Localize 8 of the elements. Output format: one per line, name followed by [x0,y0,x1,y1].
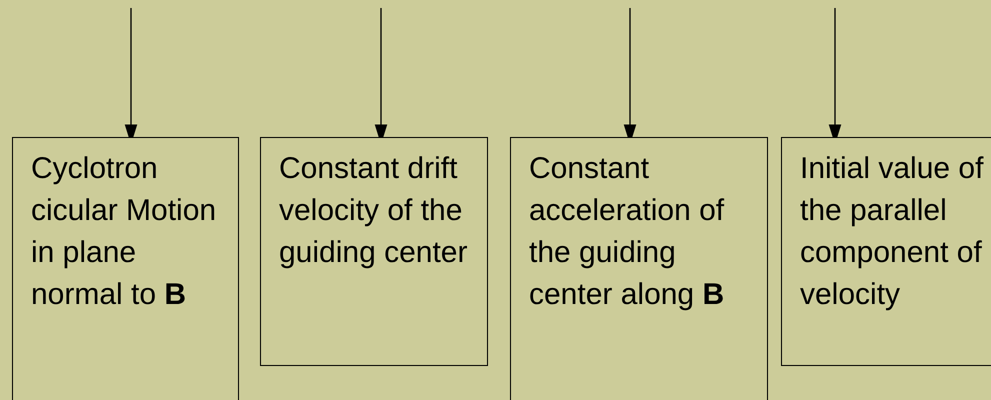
text-box [510,137,768,400]
box-text: Constant acceleration of the guiding center along B [529,151,726,313]
text-box [260,137,488,366]
text-box [781,137,991,366]
box-text: Cyclotron cicular Motion in plane normal to B [31,151,218,313]
box-text: Constant drift velocity of the guiding center [279,151,468,271]
text-box [12,137,239,400]
box-text: Initial value of the parallel component of velocity [800,151,984,313]
